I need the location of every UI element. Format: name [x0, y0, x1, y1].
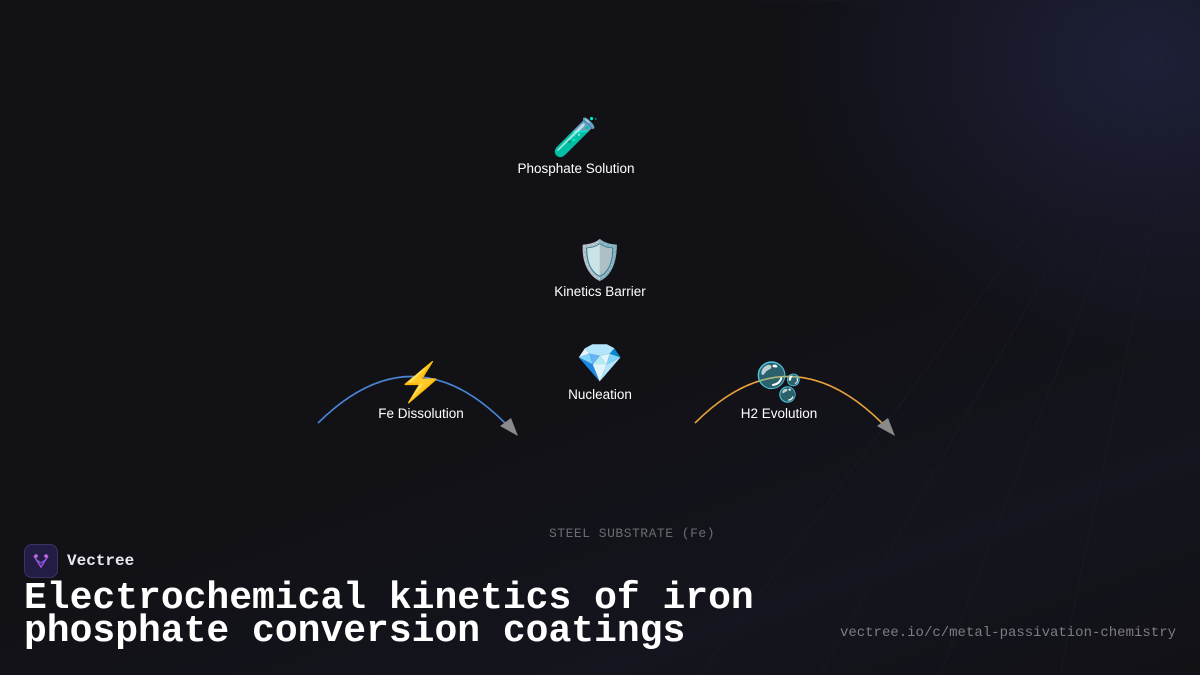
page-title: Electrochemical kinetics of iron phospha… [24, 577, 754, 653]
substrate-label: STEEL SUBSTRATE (Fe) [548, 526, 716, 541]
node-h2-evolution: 🫧 H2 Evolution [741, 361, 818, 421]
fe-dissolution-arc [317, 375, 506, 424]
h2-evolution-arrowhead [877, 418, 895, 436]
node-label: Phosphate Solution [517, 161, 635, 176]
node-label: Fe Dissolution [378, 406, 464, 421]
node-label: Nucleation [568, 387, 632, 402]
node-nucleation: 💎 Nucleation [568, 342, 632, 402]
brand[interactable]: Vectree [24, 544, 134, 578]
node-label: Kinetics Barrier [554, 284, 646, 299]
lightning-icon: ⚡ [397, 362, 445, 404]
vectree-logo-icon [24, 544, 58, 578]
gem-icon: 💎 [576, 343, 624, 385]
fe-dissolution-arrowhead [500, 418, 518, 436]
node-kinetics-barrier: 🛡️ Kinetics Barrier [554, 239, 646, 299]
brand-name: Vectree [67, 552, 135, 570]
node-phosphate-solution: 🧪 Phosphate Solution [517, 116, 634, 176]
node-label: H2 Evolution [740, 406, 818, 421]
source-url[interactable]: vectree.io/c/metal-passivation-chemistry [839, 625, 1176, 641]
test-tube-icon: 🧪 [552, 117, 600, 159]
shield-icon: 🛡️ [576, 240, 624, 282]
h2-evolution-arc [694, 375, 883, 424]
bubbles-icon: 🫧 [755, 362, 803, 404]
node-fe-dissolution: ⚡ Fe Dissolution [378, 361, 464, 421]
